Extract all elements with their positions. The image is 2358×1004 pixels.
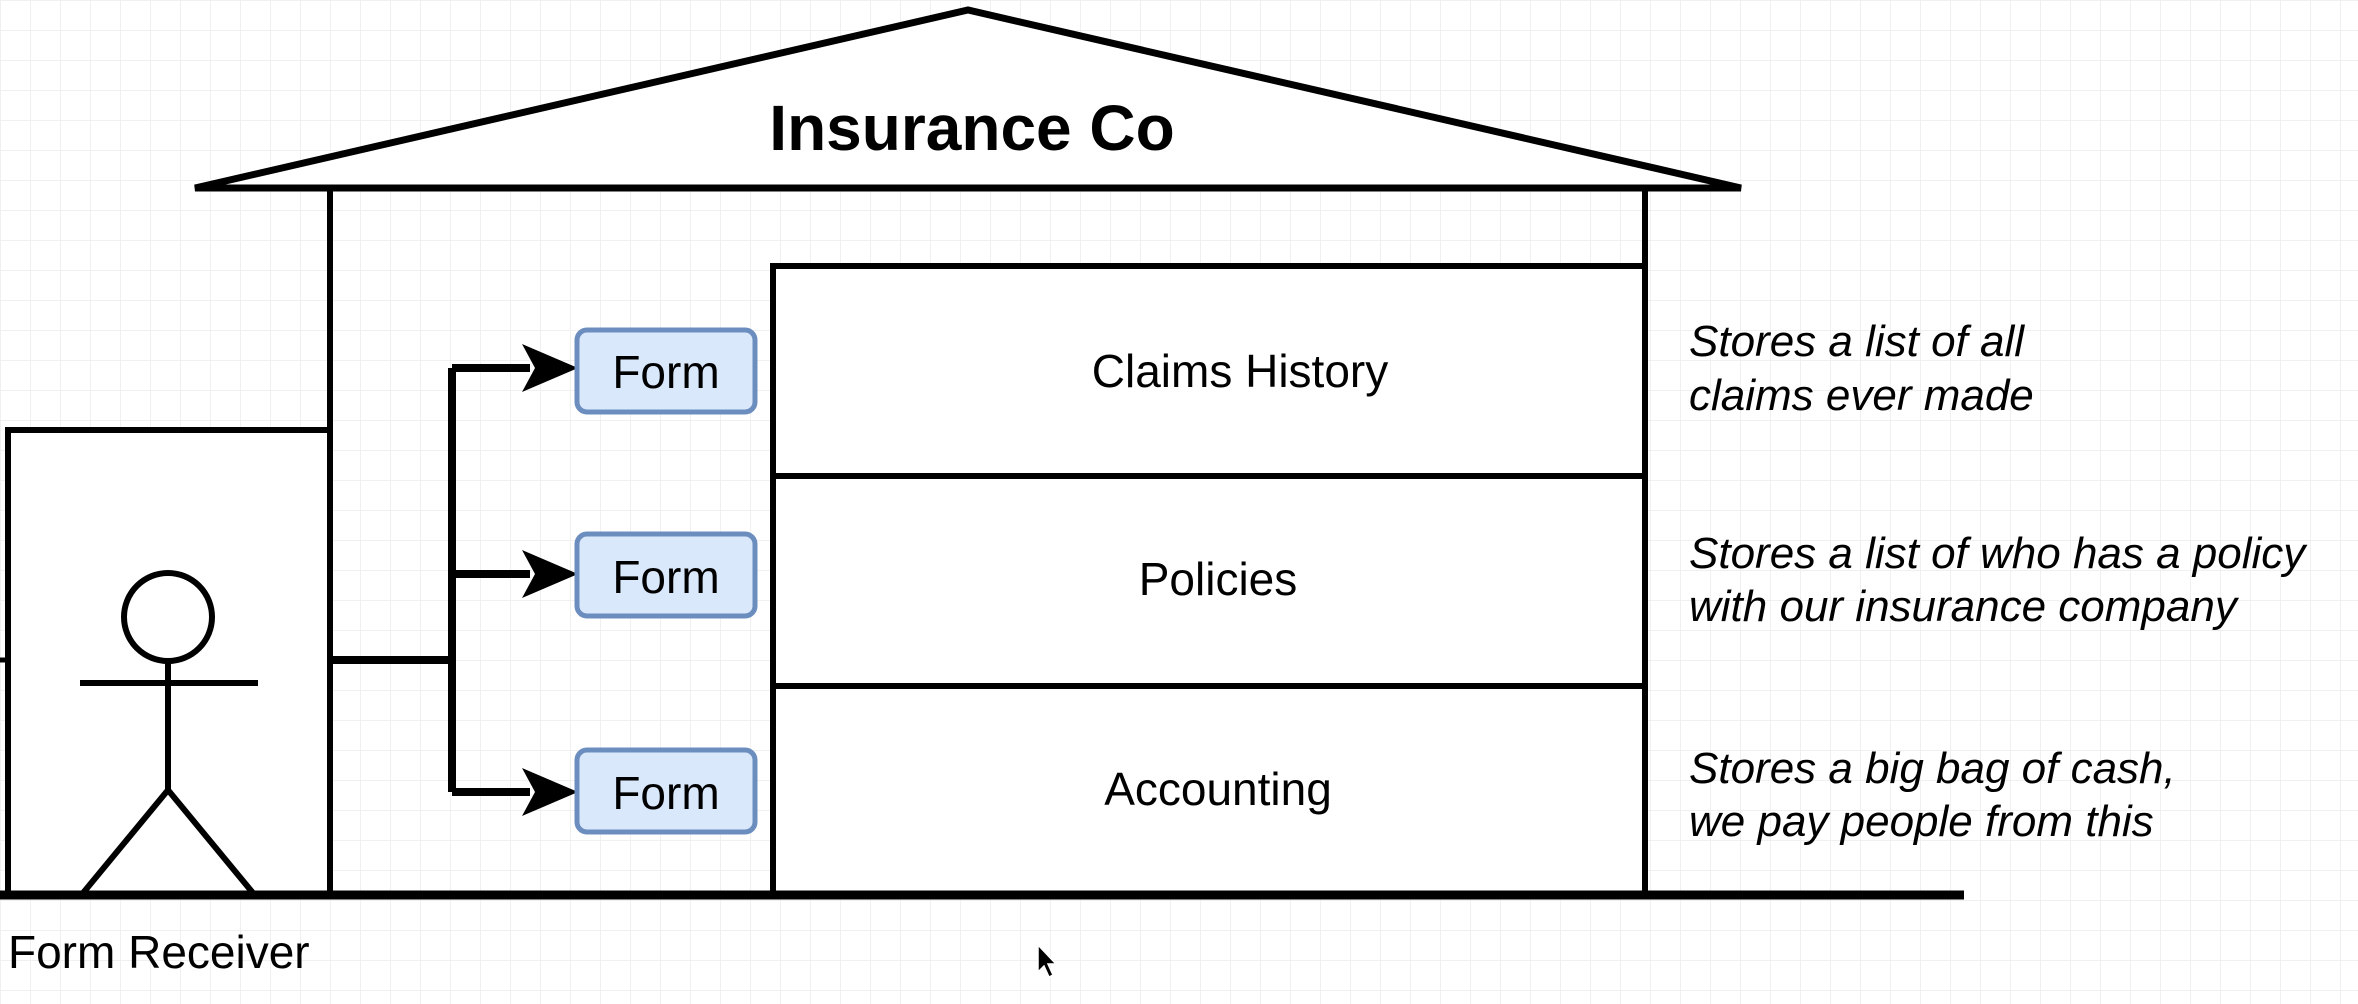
form-box[interactable] [574, 531, 758, 619]
note-line: Stores a list of who has a policy [1689, 529, 2308, 578]
form-node-3[interactable]: Form [574, 747, 758, 835]
stick-figure-right-leg [165, 788, 256, 895]
company-title: Insurance Co [769, 92, 1174, 164]
stick-figure-head [121, 570, 215, 664]
arrowhead-3 [522, 768, 578, 816]
form-node-1[interactable]: Form [574, 327, 758, 415]
note-line: with our insurance company [1689, 582, 2240, 631]
department-box-claims-history [770, 263, 1648, 479]
form-box[interactable] [574, 327, 758, 415]
arrowhead-1 [522, 344, 578, 392]
department-label-policies: Policies [1139, 553, 1298, 605]
form-label: Form [612, 346, 719, 398]
form-label: Form [612, 551, 719, 603]
note-policies: Stores a list of who has a policy with o… [1689, 529, 2308, 631]
note-line: Stores a big bag of cash, [1689, 744, 2176, 793]
note-accounting: Stores a big bag of cash, we pay people … [1689, 744, 2176, 846]
note-claims-history: Stores a list of all claims ever made [1689, 317, 2034, 420]
form-receiver-label: Form Receiver [8, 926, 310, 978]
note-line: Stores a list of all [1689, 317, 2025, 366]
form-node-2[interactable]: Form [574, 531, 758, 619]
note-line: claims ever made [1689, 371, 2034, 420]
roof [194, 6, 1742, 192]
department-label-accounting: Accounting [1104, 763, 1332, 815]
note-line: we pay people from this [1689, 797, 2154, 846]
arrowheads [522, 344, 578, 816]
form-box[interactable] [574, 747, 758, 835]
stick-figure [80, 570, 258, 895]
form-label: Form [612, 767, 719, 819]
department-label-claims-history: Claims History [1092, 345, 1388, 397]
connector-lines [330, 364, 530, 796]
arrowhead-2 [522, 550, 578, 598]
stick-figure-left-leg [80, 788, 171, 895]
department-box-accounting [770, 683, 1648, 898]
mouse-cursor-icon [1037, 943, 1058, 979]
